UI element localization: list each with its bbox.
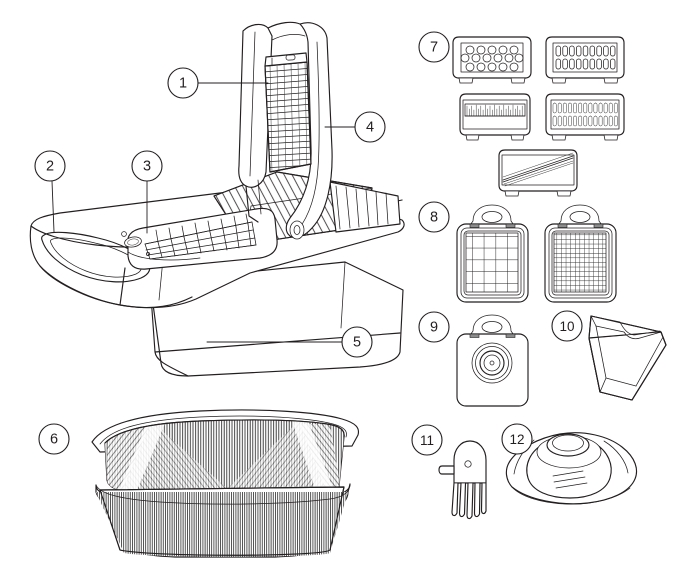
callout-2[interactable]: 2 [34,150,66,182]
part-dicing-grid-platform [121,207,278,270]
part-food-holder-pusher [505,432,638,505]
guard-pivot [289,220,305,240]
plate-coarse-dicing [456,204,529,303]
blade-fine-julienne [545,93,625,141]
leader-lines [51,82,356,343]
leader-2 [51,180,55,233]
callout-6[interactable]: 6 [38,423,70,455]
callout-12[interactable]: 12 [501,423,533,455]
callout-9[interactable]: 9 [418,311,450,343]
blade-coarse-hole [452,36,532,84]
cover-boss-ring-outer [471,342,513,384]
callout-8[interactable]: 8 [418,201,450,233]
callout-2-number: 2 [46,159,54,175]
callout-5[interactable]: 5 [341,326,373,358]
callout-10[interactable]: 10 [551,310,583,342]
callout-10-number: 10 [559,319,574,334]
part-storage-caddy [588,315,667,401]
part-cleaning-comb-tool [438,440,487,520]
plate-fine-dicing [544,204,617,303]
callout-1-number: 1 [179,76,187,92]
callout-3-number: 3 [143,159,151,175]
callout-6-number: 6 [50,432,58,448]
part-blank-cover-plate [456,314,529,407]
callout-3[interactable]: 3 [131,150,163,182]
callout-9-number: 9 [430,320,438,336]
callout-group: 1 2 3 4 5 6 7 8 [34,31,583,456]
callout-4[interactable]: 4 [354,111,386,143]
part-julienne-blade-insert [264,52,312,173]
callout-1[interactable]: 1 [167,67,199,99]
pivot-dot [121,231,127,237]
blade-finger-slot [285,54,296,61]
callout-4-number: 4 [366,120,374,136]
callout-5-number: 5 [353,335,361,351]
part-dicing-grid-plates [456,204,617,303]
callout-8-number: 8 [430,210,438,226]
blade-wide-julienne [545,36,625,84]
part-right-deck [329,181,401,233]
blade-fine-grater [459,93,531,141]
part-colander-basket [91,409,360,558]
callout-11[interactable]: 11 [411,424,443,456]
main-assembly-group [29,21,405,377]
comb-hang-hole [464,460,472,468]
callout-7[interactable]: 7 [418,31,450,63]
callout-12-number: 12 [509,432,524,447]
callout-7-number: 7 [430,40,438,56]
part-safety-guard-frame [238,21,333,240]
callout-11-number: 11 [420,433,434,448]
part-blade-set [452,36,625,197]
blade-straight-slice [498,149,578,197]
